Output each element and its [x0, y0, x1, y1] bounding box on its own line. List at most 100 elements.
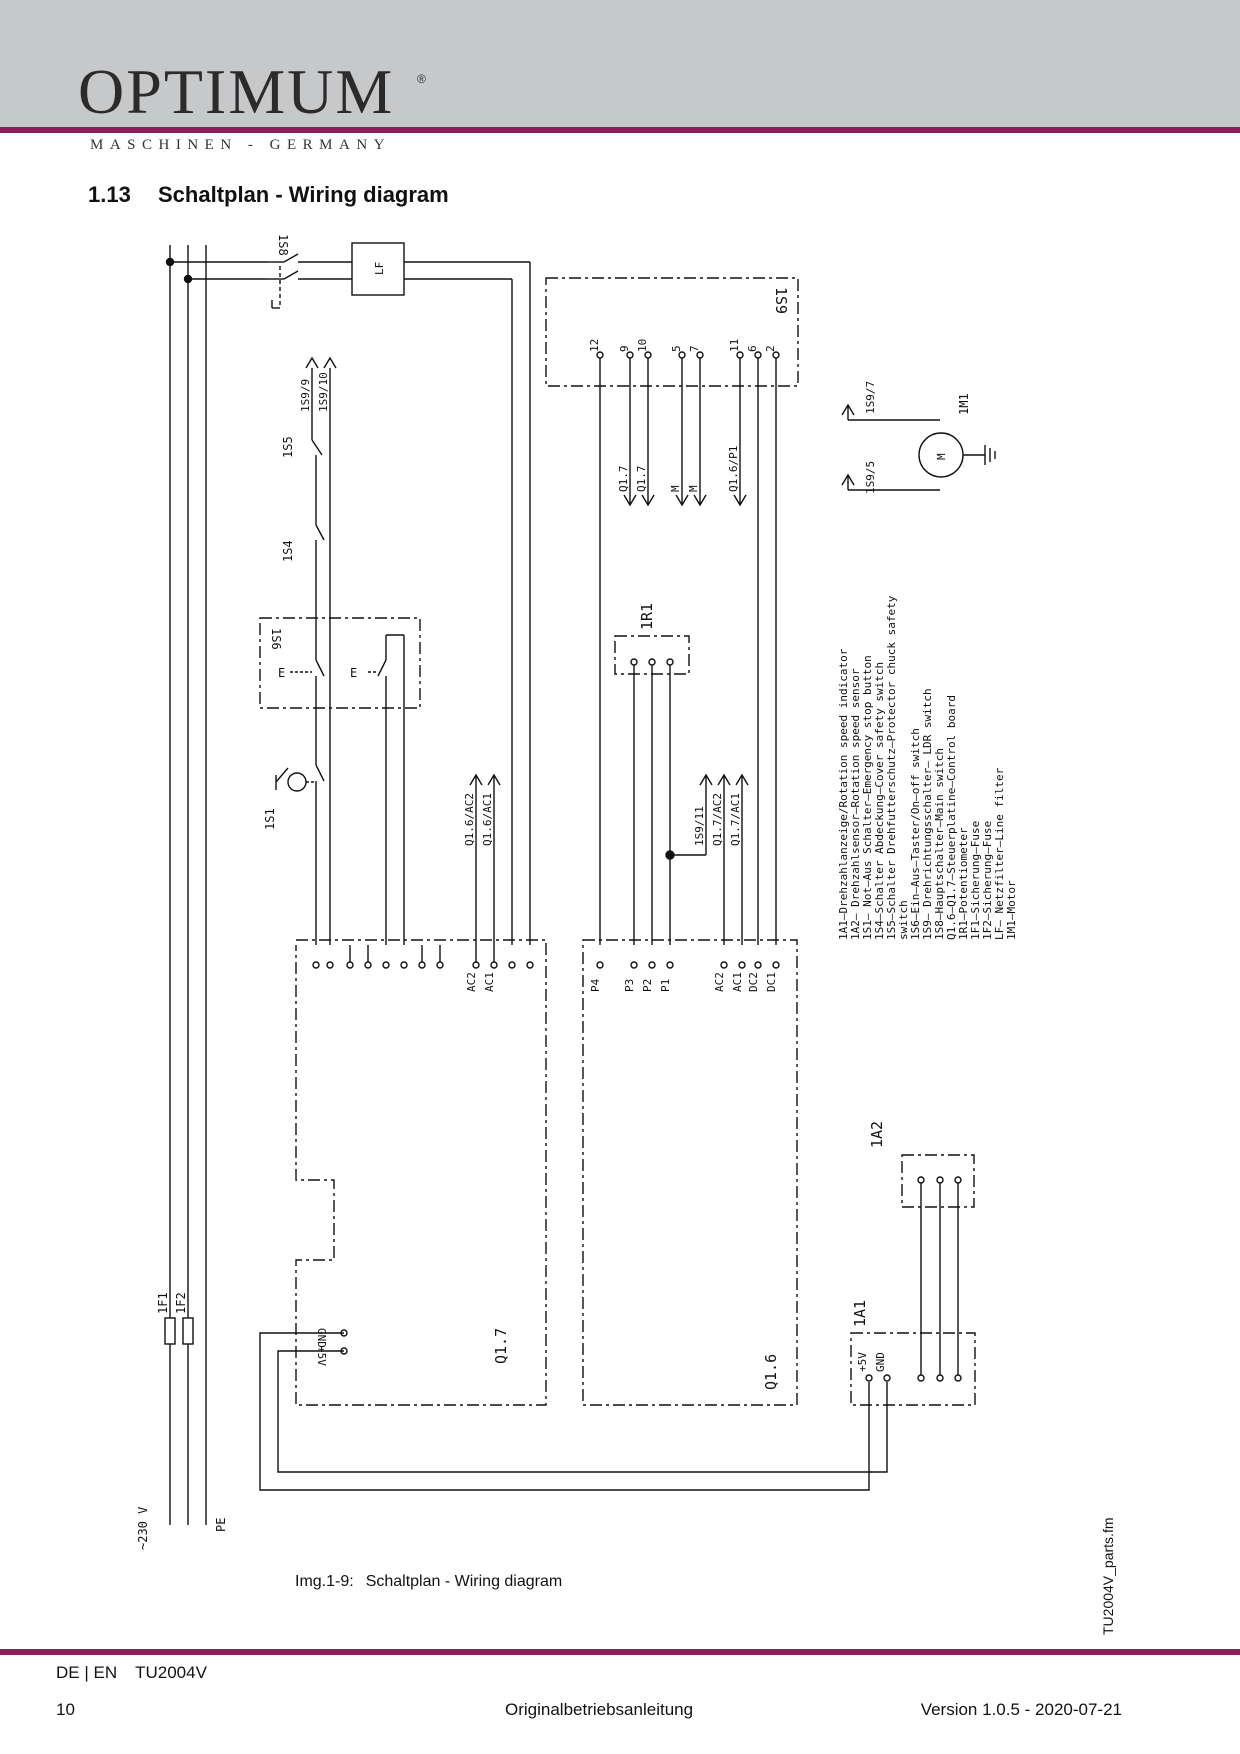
legend-line: 1R1–Potentiometer: [957, 827, 970, 940]
section-title: Schaltplan - Wiring diagram: [158, 182, 449, 207]
q17-pin-bottom: GND: [315, 1328, 328, 1348]
onoff-contact-label: E: [278, 666, 285, 680]
a1-pin: +5V: [856, 1352, 869, 1372]
s9-ref: M: [687, 485, 700, 492]
s5-ref: 1S9/9: [299, 379, 312, 412]
s9-ref: Q1.7: [635, 466, 648, 493]
label-speed-indicator: 1A1: [851, 1300, 869, 1327]
legend-line: 1F1–Sicherung–Fuse: [969, 821, 982, 940]
s9-terminal: 12: [588, 339, 601, 352]
q17-ref: Q1.6/AC2: [463, 793, 476, 846]
q16-pin: P3: [623, 979, 636, 992]
q16-pin: DC2: [747, 972, 760, 992]
s9-terminal: 5: [670, 345, 683, 352]
legend-line: 1F2–Sicherung–Fuse: [981, 821, 994, 940]
motor-symbol: [841, 403, 996, 491]
caption-text: Schaltplan - Wiring diagram: [365, 1573, 563, 1590]
main-switch-symbol: [268, 253, 352, 309]
label-q16: Q1.6: [762, 1354, 780, 1390]
brand-tagline: MASCHINEN - GERMANY: [90, 137, 392, 153]
side-file-name: TU2004V_parts.fm: [1100, 1517, 1116, 1636]
diagram-labels: 1S8 LF 1S9 12 9 10 5 7 11 6 2 Q1.7 Q1.7 …: [136, 234, 1018, 1550]
legend-line: 1A1–Drehzahlanzeige/Rotation speed indic…: [837, 648, 850, 940]
s9-terminal: 9: [618, 345, 631, 352]
legend-line: 1S5–Schalter Drehfutterschutz–Protector …: [885, 595, 898, 940]
r1-ref: Q1.7/AC1: [729, 793, 742, 846]
speed-indicator-box: [850, 1332, 976, 1406]
legend-line: Q1.6–Q1.7–Steuerplatine–Control board: [945, 695, 958, 940]
label-cover-switch: 1S5: [281, 436, 295, 458]
q17-pin: AC1: [483, 972, 496, 992]
footer-lang-text: DE | EN: [56, 1663, 118, 1682]
label-speed-sensor: 1A2: [868, 1121, 886, 1148]
legend-line: 1S6–Ein–Aus–Taster/On–off switch: [909, 728, 922, 940]
control-board-q16: [582, 939, 798, 1406]
header-rule: [0, 127, 1240, 133]
legend-line: 1A2– Drehzahlsensor–Rotation speed senso…: [849, 668, 862, 940]
header-band: [0, 0, 1240, 127]
motor-ref: 1S9/7: [864, 381, 877, 414]
footer-model: TU2004V: [135, 1663, 207, 1682]
registered-mark: ®: [417, 72, 426, 86]
s9-terminal: 10: [636, 339, 649, 352]
label-supply-voltage: ~230 V: [136, 1507, 150, 1550]
potentiometer-box: [614, 635, 749, 945]
legend-line: 1M1–Motor: [1005, 880, 1018, 940]
brand-logo: OPTIMUM: [78, 56, 395, 127]
legend: 1A1–Drehzahlanzeige/Rotation speed indic…: [837, 595, 1018, 940]
footer-doc-title: Originalbetriebsanleitung: [505, 1700, 694, 1719]
label-main-switch: 1S8: [276, 234, 290, 256]
s9-terminal: 6: [746, 345, 759, 352]
control-board-q17: [295, 773, 547, 1406]
wiring-diagram: 1S8 LF 1S9 12 9 10 5 7 11 6 2 Q1.7 Q1.7 …: [136, 234, 1018, 1550]
q17-ref: Q1.6/AC1: [481, 793, 494, 846]
legend-line: switch: [897, 900, 910, 940]
label-onoff-switch: 1S6: [269, 628, 283, 650]
legend-line: LF– Netzfilter–Line filter: [993, 767, 1006, 940]
label-ldr-switch: 1S9: [772, 287, 790, 314]
q16-pin: AC1: [731, 972, 744, 992]
ldr-switch-wires: [596, 351, 780, 945]
q16-pin: P1: [659, 979, 672, 992]
s9-terminal: 11: [728, 339, 741, 352]
r1-ref: Q1.7/AC2: [711, 793, 724, 846]
label-fuse-1: 1F1: [156, 1292, 170, 1314]
r1-ref: 1S9/11: [693, 806, 706, 846]
label-potentiometer: 1R1: [638, 603, 656, 630]
s9-ref: Q1.6/P1: [727, 446, 740, 492]
q16-pin: AC2: [713, 972, 726, 992]
label-chuck-switch: 1S4: [281, 540, 295, 562]
legend-line: 1S4–Schalter Abdeckung–Cover safety swit…: [873, 662, 886, 940]
label-earth: PE: [214, 1518, 228, 1532]
s9-ref: Q1.7: [617, 466, 630, 493]
q17-pin-bottom: +5V: [315, 1346, 328, 1366]
s9-ref: M: [669, 485, 682, 492]
s9-terminal: 7: [688, 345, 701, 352]
legend-line: 1S8–Hauptschalter–Main switch: [933, 748, 946, 940]
legend-line: 1S1– Not–Aus Schalter–Emergency stop but…: [861, 655, 874, 940]
speed-sensor-box: [901, 1154, 975, 1378]
label-line-filter: LF: [373, 262, 386, 275]
onoff-contact-label: E: [350, 666, 357, 680]
motor-ref: 1S9/5: [864, 461, 877, 494]
safety-chain: [259, 356, 421, 945]
q16-pin: DC1: [765, 972, 778, 992]
supply-rails: [164, 245, 268, 1525]
signal-loop: [259, 1332, 888, 1491]
figure-caption: Img.1-9: Schaltplan - Wiring diagram: [295, 1573, 562, 1591]
footer-language: DE | EN TU2004V: [56, 1663, 207, 1683]
label-emergency-stop: 1S1: [263, 808, 277, 830]
q16-pin: P4: [589, 978, 602, 992]
a1-pin: GND: [874, 1352, 887, 1372]
motor-symbol-label: M: [935, 453, 948, 460]
q16-pin: P2: [641, 979, 654, 992]
q17-pin: AC2: [465, 972, 478, 992]
label-q17: Q1.7: [492, 1328, 510, 1364]
page-number: 10: [56, 1700, 75, 1719]
legend-line: 1S9– Drehrichtungsschalter– LDR switch: [921, 688, 934, 940]
s9-terminal: 2: [764, 345, 777, 352]
section-number: 1.13: [88, 182, 131, 207]
label-motor: 1M1: [957, 393, 971, 415]
label-fuse-2: 1F2: [174, 1292, 188, 1314]
caption-label: Img.1-9:: [295, 1573, 354, 1590]
